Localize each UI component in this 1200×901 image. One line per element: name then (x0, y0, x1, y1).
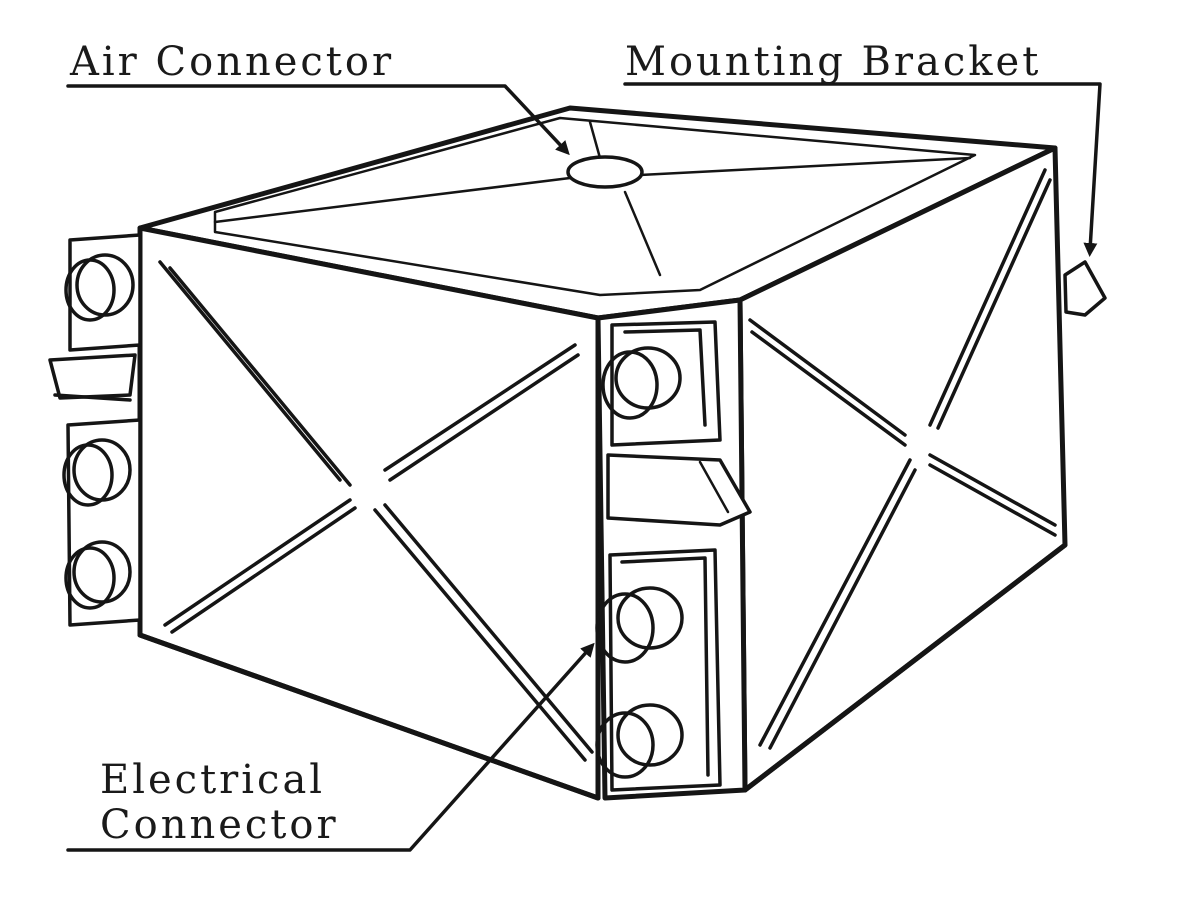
air-connector-leader (66, 84, 570, 156)
mounting-bracket-leader (623, 82, 1102, 257)
mounting-bracket-label: Mounting Bracket (625, 39, 1041, 85)
box-body (137, 105, 1068, 801)
left-x-4 (373, 508, 587, 762)
top-strut-3 (623, 190, 662, 277)
right-x-1 (748, 318, 907, 437)
air-connector-port (566, 155, 644, 189)
right-x-4 (758, 458, 912, 747)
left-side-connectors (48, 233, 142, 627)
left-x-2b (388, 353, 580, 482)
left-x-4b (383, 503, 594, 754)
right-x-4b (768, 468, 917, 750)
top-strut-2 (638, 156, 972, 177)
leader-lines (66, 82, 1102, 852)
right-x-2b (936, 178, 1052, 430)
right-x-2 (928, 168, 1047, 427)
right-x-3 (928, 453, 1057, 527)
left-x-1 (158, 260, 342, 482)
left-x-2 (383, 343, 577, 472)
electrical-connector-label-line2: Connector (100, 802, 339, 848)
right-x-3b (928, 463, 1057, 537)
front-connector-lower-housing (595, 548, 722, 792)
bottom-edge-left (137, 632, 601, 801)
top-inner-panel (213, 116, 977, 297)
right-x-1b (750, 330, 907, 447)
top-strut-4 (588, 120, 602, 160)
front-connector-upper-housing (601, 320, 722, 447)
mounting-bracket-tab (1063, 260, 1107, 317)
bottom-edge-right (742, 542, 1068, 793)
left-x-3b (170, 506, 357, 634)
left-x-3 (163, 498, 352, 627)
electrical-connector-leader (66, 642, 595, 852)
top-strut-1 (213, 176, 572, 224)
air-connector-label: Air Connector (69, 39, 394, 85)
electrical-connector-label-line1: Electrical (100, 757, 325, 803)
front-bracket (606, 453, 752, 527)
left-x-1b (168, 266, 352, 487)
